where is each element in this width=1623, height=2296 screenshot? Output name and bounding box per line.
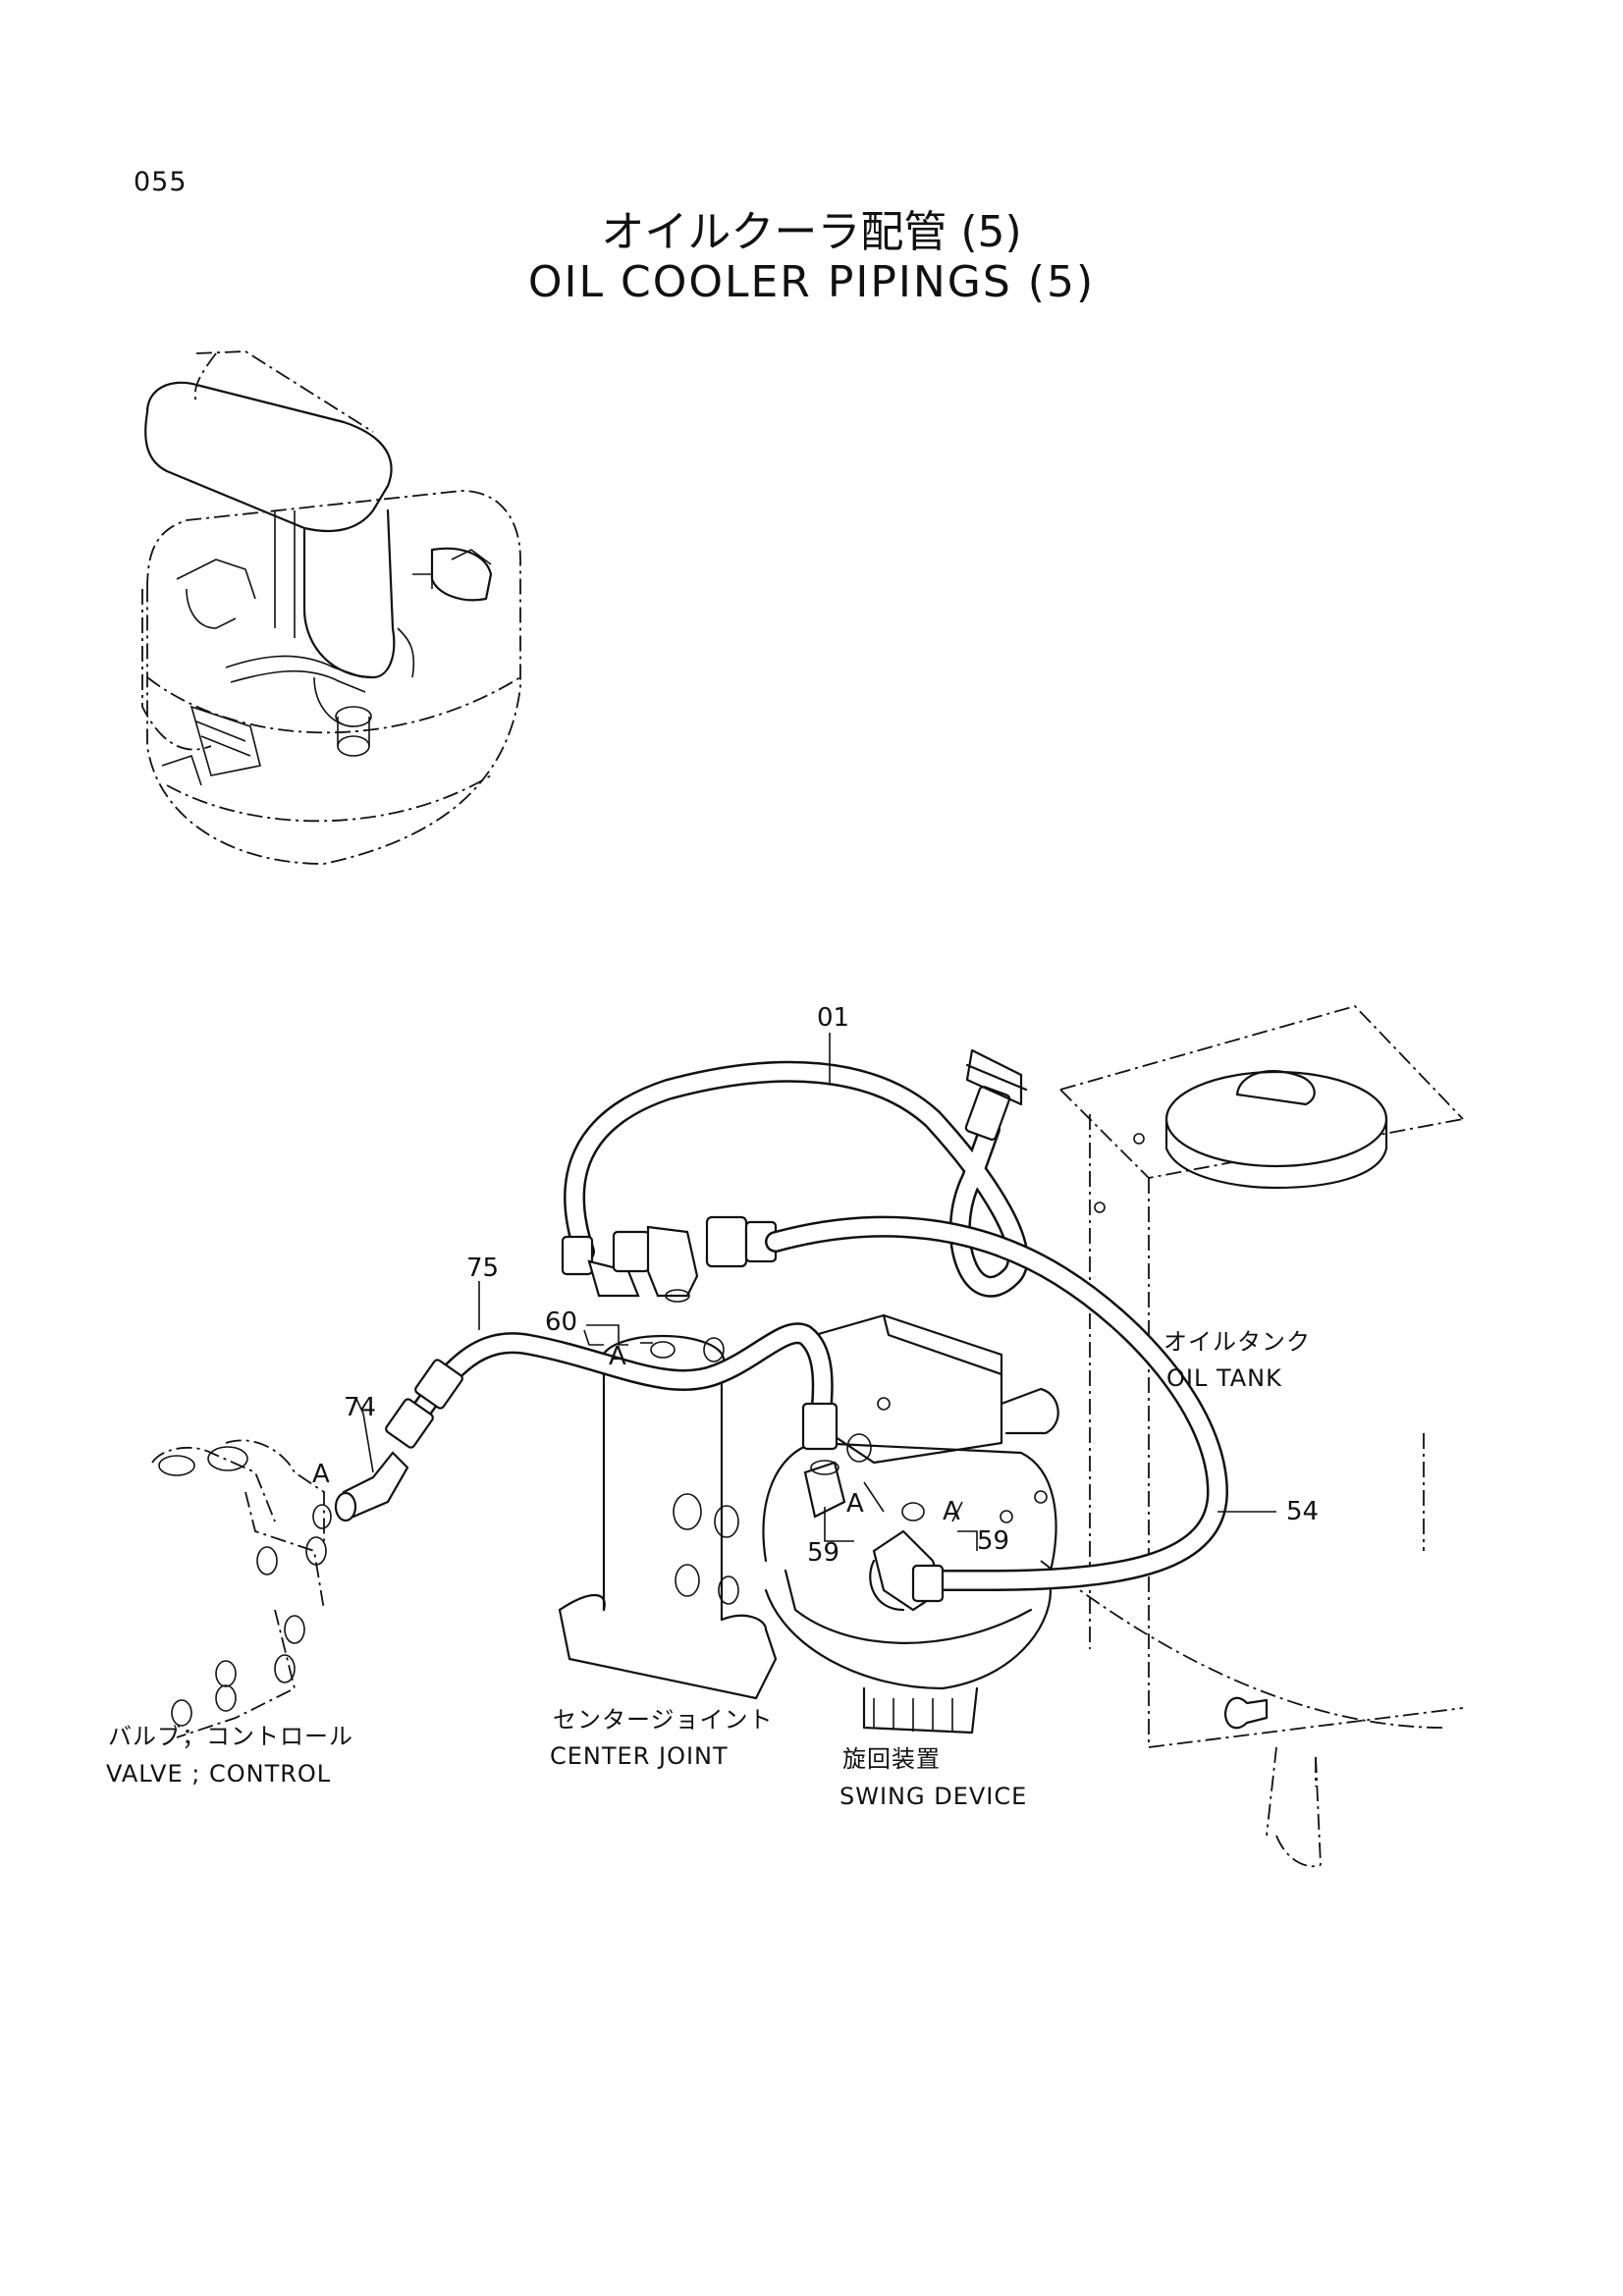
oil-tank-label-en: OIL TANK bbox=[1166, 1364, 1282, 1392]
hose-01 bbox=[561, 1048, 1029, 1298]
center-joint-drawing bbox=[558, 1334, 778, 1700]
hose-75 bbox=[385, 1322, 839, 1451]
callout-fitting-60: 60 bbox=[545, 1308, 577, 1337]
fitting-74-elbow bbox=[312, 1451, 409, 1529]
section-marker-a-59-right: A bbox=[943, 1497, 960, 1526]
oil-tank-label-jp: オイルタンク bbox=[1163, 1328, 1311, 1356]
page-title-japanese: オイルクーラ配管 (5) bbox=[601, 207, 1022, 257]
page-number: 055 bbox=[134, 167, 188, 197]
control-valve-drawing bbox=[151, 1439, 327, 1738]
oil-tank-drawing bbox=[1034, 1004, 1464, 1868]
callout-hose-75: 75 bbox=[466, 1254, 499, 1283]
fitting-59-right bbox=[872, 1502, 945, 1612]
swing-device-label-en: SWING DEVICE bbox=[839, 1783, 1027, 1810]
callout-fitting-59-left: 59 bbox=[807, 1538, 839, 1568]
control-valve-label-en: VALVE ; CONTROL bbox=[106, 1760, 331, 1788]
page-title-english: OIL COOLER PIPINGS (5) bbox=[527, 257, 1096, 307]
callout-fitting-59-right: 59 bbox=[977, 1526, 1009, 1556]
swing-device-label-jp: 旋回装置 bbox=[842, 1745, 941, 1773]
section-marker-a-59-left: A bbox=[846, 1489, 864, 1519]
control-valve-label-jp: バルブ；コントロール bbox=[108, 1723, 353, 1750]
fitting-59-left bbox=[803, 1433, 872, 1519]
callout-hose-54: 54 bbox=[1286, 1497, 1319, 1526]
center-joint-label-jp: センタージョイント bbox=[553, 1706, 774, 1734]
machine-overview-thumbnail bbox=[141, 350, 521, 865]
section-marker-a-74: A bbox=[312, 1460, 330, 1489]
fitting-60-tee bbox=[587, 1215, 1228, 1591]
swing-device-drawing bbox=[762, 1313, 1059, 1735]
center-joint-label-en: CENTER JOINT bbox=[550, 1742, 729, 1770]
callout-hose-01: 01 bbox=[817, 1003, 849, 1033]
callout-fitting-74: 74 bbox=[344, 1393, 376, 1422]
section-marker-a-60: A bbox=[609, 1342, 626, 1371]
